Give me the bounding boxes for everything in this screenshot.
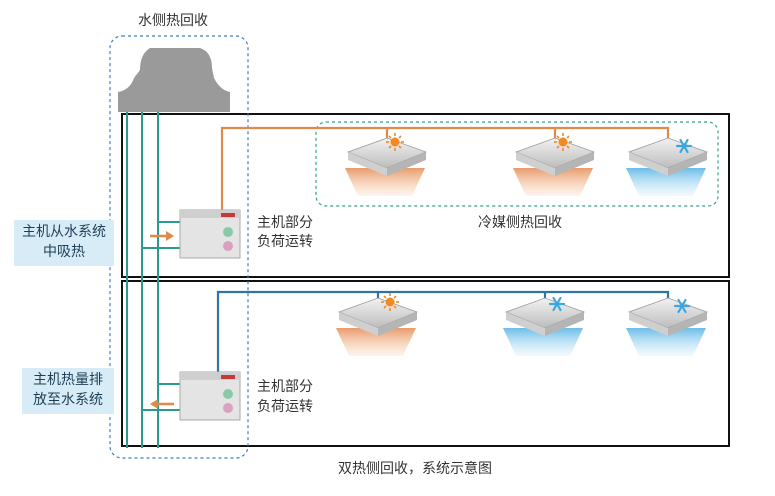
- lower-unit-label-line2: 负荷运转: [257, 399, 313, 415]
- sun-icon: [381, 293, 399, 311]
- indoor-unit-lower-3: [626, 297, 709, 356]
- water-heat-recovery-title: 水侧热回收: [138, 13, 208, 29]
- indoor-unit-upper-3: [626, 137, 709, 196]
- arrow-in-upper: [150, 231, 174, 241]
- upper-refrigerant-pipes: [220, 126, 670, 212]
- upper-unit-label-line2: 负荷运转: [257, 234, 313, 250]
- upper-unit-label-line1: 主机部分: [257, 215, 313, 231]
- refrigerant-group-outline: [315, 121, 719, 207]
- indoor-unit-lower-1: [336, 297, 419, 356]
- arrow-out-lower: [150, 399, 174, 409]
- upper-floor-frame: [121, 113, 730, 278]
- callout-absorb-heat: 主机从水系统 中吸热: [14, 220, 114, 266]
- cooling-tower: [118, 48, 230, 112]
- lower-refrigerant-pipes: [216, 290, 670, 374]
- indoor-unit-upper-1: [345, 137, 428, 196]
- lower-unit-label-line1: 主机部分: [257, 379, 313, 395]
- outdoor-unit-upper: [179, 209, 241, 259]
- callout-absorb-heat-line1: 主机从水系统: [22, 224, 106, 240]
- snowflake-icon: [548, 296, 566, 312]
- callout-absorb-heat-line2: 中吸热: [43, 244, 85, 260]
- snowflake-icon: [675, 138, 693, 154]
- indoor-unit-upper-2: [513, 137, 596, 196]
- sun-icon: [386, 133, 404, 151]
- water-pipes: [126, 112, 180, 448]
- indoor-unit-lower-2: [503, 297, 586, 356]
- refrigerant-heat-recovery-label: 冷媒侧热回收: [478, 215, 562, 231]
- sun-icon: [554, 133, 572, 151]
- callout-release-heat-line1: 主机热量排: [33, 372, 103, 388]
- outdoor-unit-lower: [179, 371, 241, 421]
- water-side-outline: [109, 35, 249, 459]
- snowflake-icon: [673, 298, 691, 314]
- callout-release-heat: 主机热量排 放至水系统: [22, 368, 114, 414]
- callout-release-heat-line2: 放至水系统: [33, 392, 103, 408]
- diagram-caption: 双热侧回收，系统示意图: [338, 461, 492, 477]
- lower-floor-frame: [121, 280, 730, 447]
